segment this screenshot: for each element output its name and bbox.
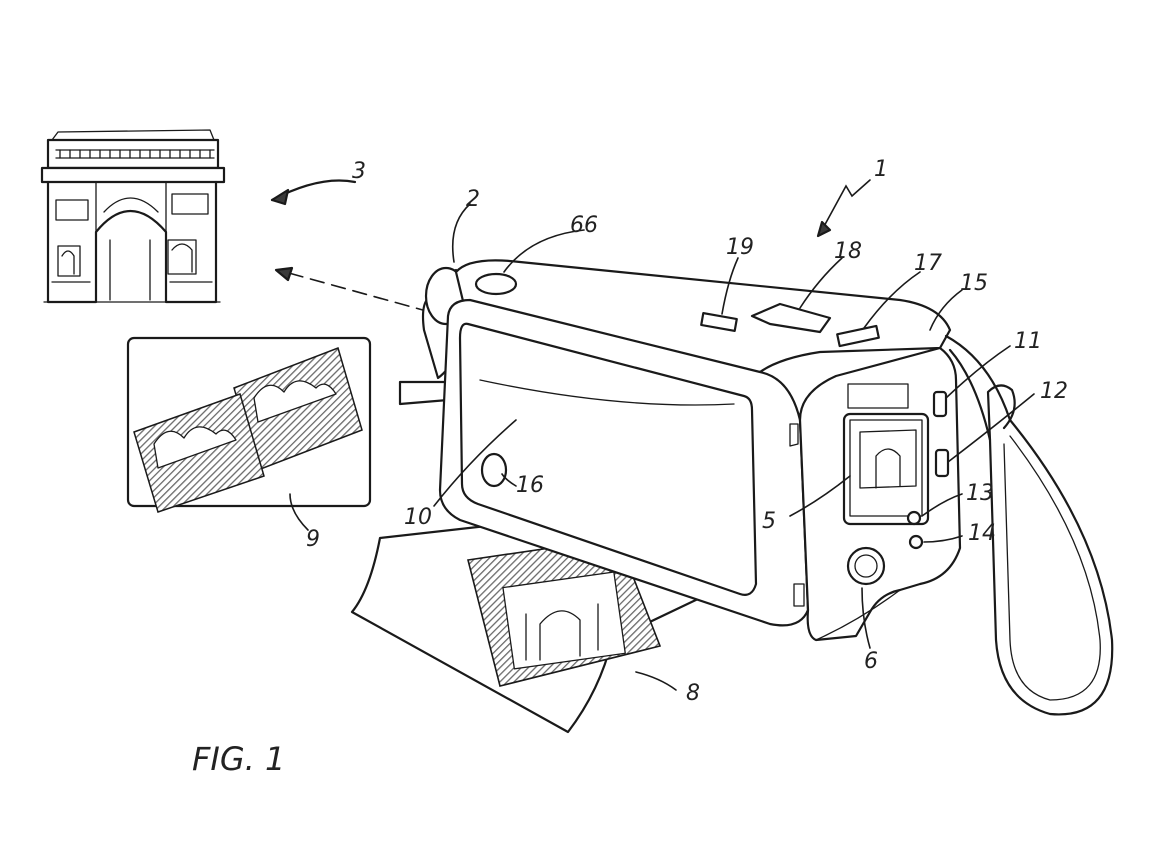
label-6: 6 xyxy=(864,649,878,674)
reference-numerals: 1 2 3 66 19 18 17 15 11 12 13 14 16 10 5… xyxy=(192,157,1068,778)
scene-arch-illustration xyxy=(40,129,226,304)
label-17: 17 xyxy=(914,251,942,276)
label-2: 2 xyxy=(466,187,480,212)
label-15: 15 xyxy=(960,271,988,296)
view-dashed-line xyxy=(274,266,431,313)
label-1: 1 xyxy=(874,157,888,182)
label-3: 3 xyxy=(352,159,366,184)
label-10: 10 xyxy=(404,505,432,530)
label-14: 14 xyxy=(968,521,996,546)
label-19: 19 xyxy=(726,235,754,260)
label-16: 16 xyxy=(516,473,544,498)
label-9: 9 xyxy=(306,527,320,552)
camera-body xyxy=(421,259,962,642)
figure-caption: FIG. 1 xyxy=(192,740,285,778)
label-5: 5 xyxy=(762,509,776,534)
label-18: 18 xyxy=(834,239,862,264)
label-12: 12 xyxy=(1040,379,1068,404)
print-card xyxy=(126,336,372,513)
label-13: 13 xyxy=(966,481,994,506)
label-11: 11 xyxy=(1014,329,1042,354)
label-8: 8 xyxy=(686,681,700,706)
label-66: 66 xyxy=(570,213,598,238)
leader-lines xyxy=(289,179,1035,691)
